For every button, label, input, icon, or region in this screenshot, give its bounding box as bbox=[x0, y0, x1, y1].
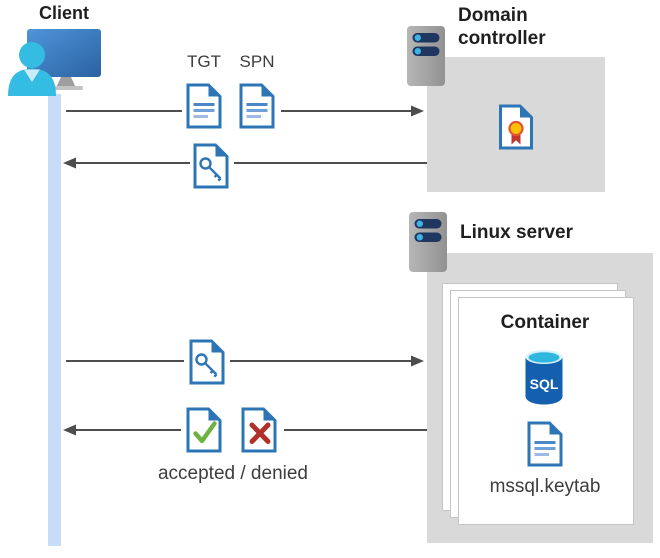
arrowhead-right-icon bbox=[411, 355, 424, 367]
denied-document-icon bbox=[240, 406, 278, 454]
sql-icon-label: SQL bbox=[530, 376, 559, 392]
spn-label: SPN bbox=[239, 52, 275, 71]
key-document-icon bbox=[188, 338, 226, 386]
arrowhead-right-icon bbox=[411, 105, 424, 117]
arrowhead-left-icon bbox=[63, 157, 76, 169]
client-label: Client bbox=[38, 3, 89, 23]
key-document-icon bbox=[192, 142, 230, 190]
arrow-heads bbox=[63, 105, 424, 436]
linux-server-label: Linux server bbox=[460, 222, 573, 243]
tgt-label: TGT bbox=[187, 52, 221, 71]
accepted-document-icon bbox=[185, 406, 223, 454]
sql-database-icon: SQL bbox=[525, 350, 563, 405]
container-label: Container bbox=[500, 312, 590, 333]
spn-document-icon bbox=[238, 82, 276, 130]
arrow-lines bbox=[66, 110, 427, 431]
container-card bbox=[458, 297, 634, 525]
domain-controller-server-icon bbox=[406, 25, 446, 87]
user-at-computer-icon bbox=[8, 29, 101, 96]
linux-server-server-icon bbox=[408, 211, 448, 273]
keytab-document-icon bbox=[526, 420, 564, 468]
tgt-document-icon bbox=[185, 82, 223, 130]
accepted-denied-label: accepted / denied bbox=[157, 463, 308, 484]
keytab-label: mssql.keytab bbox=[489, 476, 601, 497]
arrowhead-left-icon bbox=[63, 424, 76, 436]
client-swimlane bbox=[48, 94, 61, 546]
certificate-icon bbox=[498, 103, 534, 151]
domain-controller-label: Domain controller bbox=[458, 5, 546, 49]
